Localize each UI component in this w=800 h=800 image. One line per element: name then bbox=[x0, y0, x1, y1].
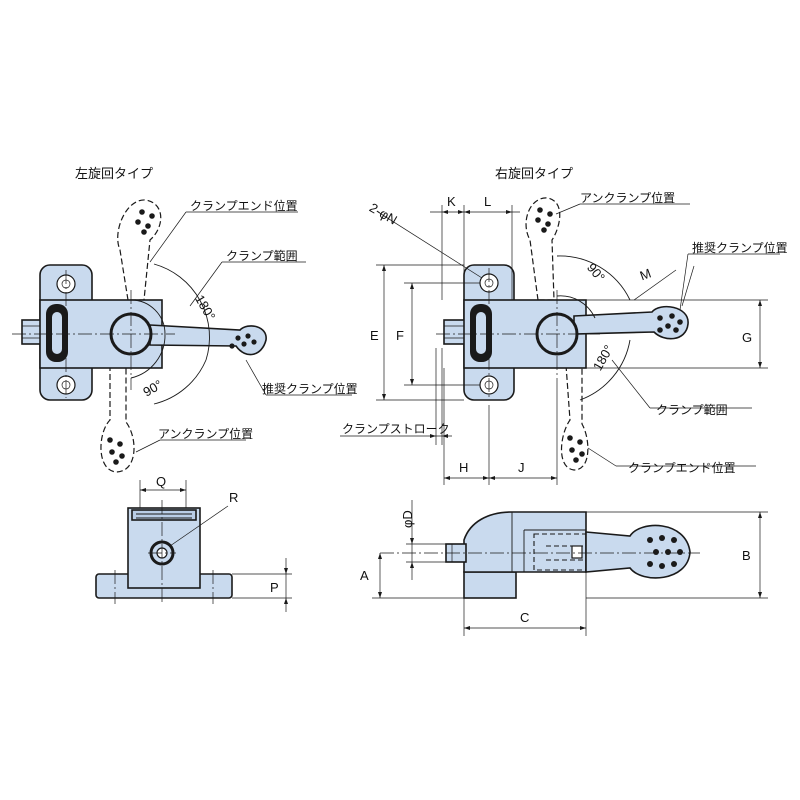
angle-90-right: 90° bbox=[584, 260, 608, 285]
dim-b: B bbox=[742, 548, 751, 563]
dim-r: R bbox=[229, 490, 238, 505]
title-right-rotation: 右旋回タイプ bbox=[495, 167, 573, 182]
dim-a: A bbox=[360, 568, 369, 583]
ghost-arm-unclamp-right bbox=[525, 197, 561, 301]
title-left-rotation: 左旋回タイプ bbox=[75, 167, 153, 182]
dim-j: J bbox=[518, 460, 525, 475]
dim-g: G bbox=[742, 330, 752, 345]
dim-m: M bbox=[638, 266, 653, 284]
left-type-top-view: 180° 90° クランプエンド位置 クランプ範囲 推奨クランプ位置 アンクラン… bbox=[12, 198, 358, 473]
ghost-arm-unclamp bbox=[100, 364, 135, 473]
ghost-arm-clamp-end-right bbox=[561, 364, 589, 471]
label-clamp-stroke: クランプストローク bbox=[342, 422, 450, 436]
label-clamp-range-left: クランプ範囲 bbox=[226, 248, 298, 263]
label-unclamp-right: アンクランプ位置 bbox=[580, 190, 675, 205]
label-clamp-end-right: クランプエンド位置 bbox=[628, 460, 736, 475]
left-type-front-view: Q R P bbox=[95, 474, 292, 612]
dim-q: Q bbox=[156, 474, 166, 489]
plunger bbox=[21, 319, 43, 345]
dim-p: P bbox=[270, 580, 279, 595]
label-recommended-left: 推奨クランプ位置 bbox=[262, 381, 358, 396]
clamp-arm bbox=[149, 324, 267, 356]
plunger-right bbox=[443, 319, 467, 345]
angle-90-left: 90° bbox=[140, 377, 165, 400]
angle-180-left: 180° bbox=[192, 292, 218, 323]
dim-c: C bbox=[520, 610, 529, 625]
side-base bbox=[463, 571, 517, 599]
side-arm bbox=[585, 524, 691, 579]
dim-h: H bbox=[459, 460, 468, 475]
side-body bbox=[463, 511, 587, 573]
dim-d: φD bbox=[400, 510, 415, 528]
dim-f: F bbox=[396, 328, 404, 343]
right-type-top-view: 90° 180° K L 2-φN E F G M bbox=[340, 190, 788, 485]
right-type-side-view: φD A B C bbox=[360, 500, 768, 636]
label-clamp-range-right: クランプ範囲 bbox=[656, 402, 728, 417]
label-recommended-right: 推奨クランプ位置 bbox=[692, 240, 788, 255]
label-clamp-end-left: クランプエンド位置 bbox=[190, 198, 298, 213]
dim-l: L bbox=[484, 194, 491, 209]
label-unclamp-left: アンクランプ位置 bbox=[158, 426, 253, 441]
dim-n: 2-φN bbox=[367, 200, 400, 228]
dim-k: K bbox=[447, 194, 456, 209]
ghost-arm-clamp-end bbox=[117, 199, 162, 301]
angle-180-right: 180° bbox=[590, 342, 616, 373]
dim-e: E bbox=[370, 328, 379, 343]
